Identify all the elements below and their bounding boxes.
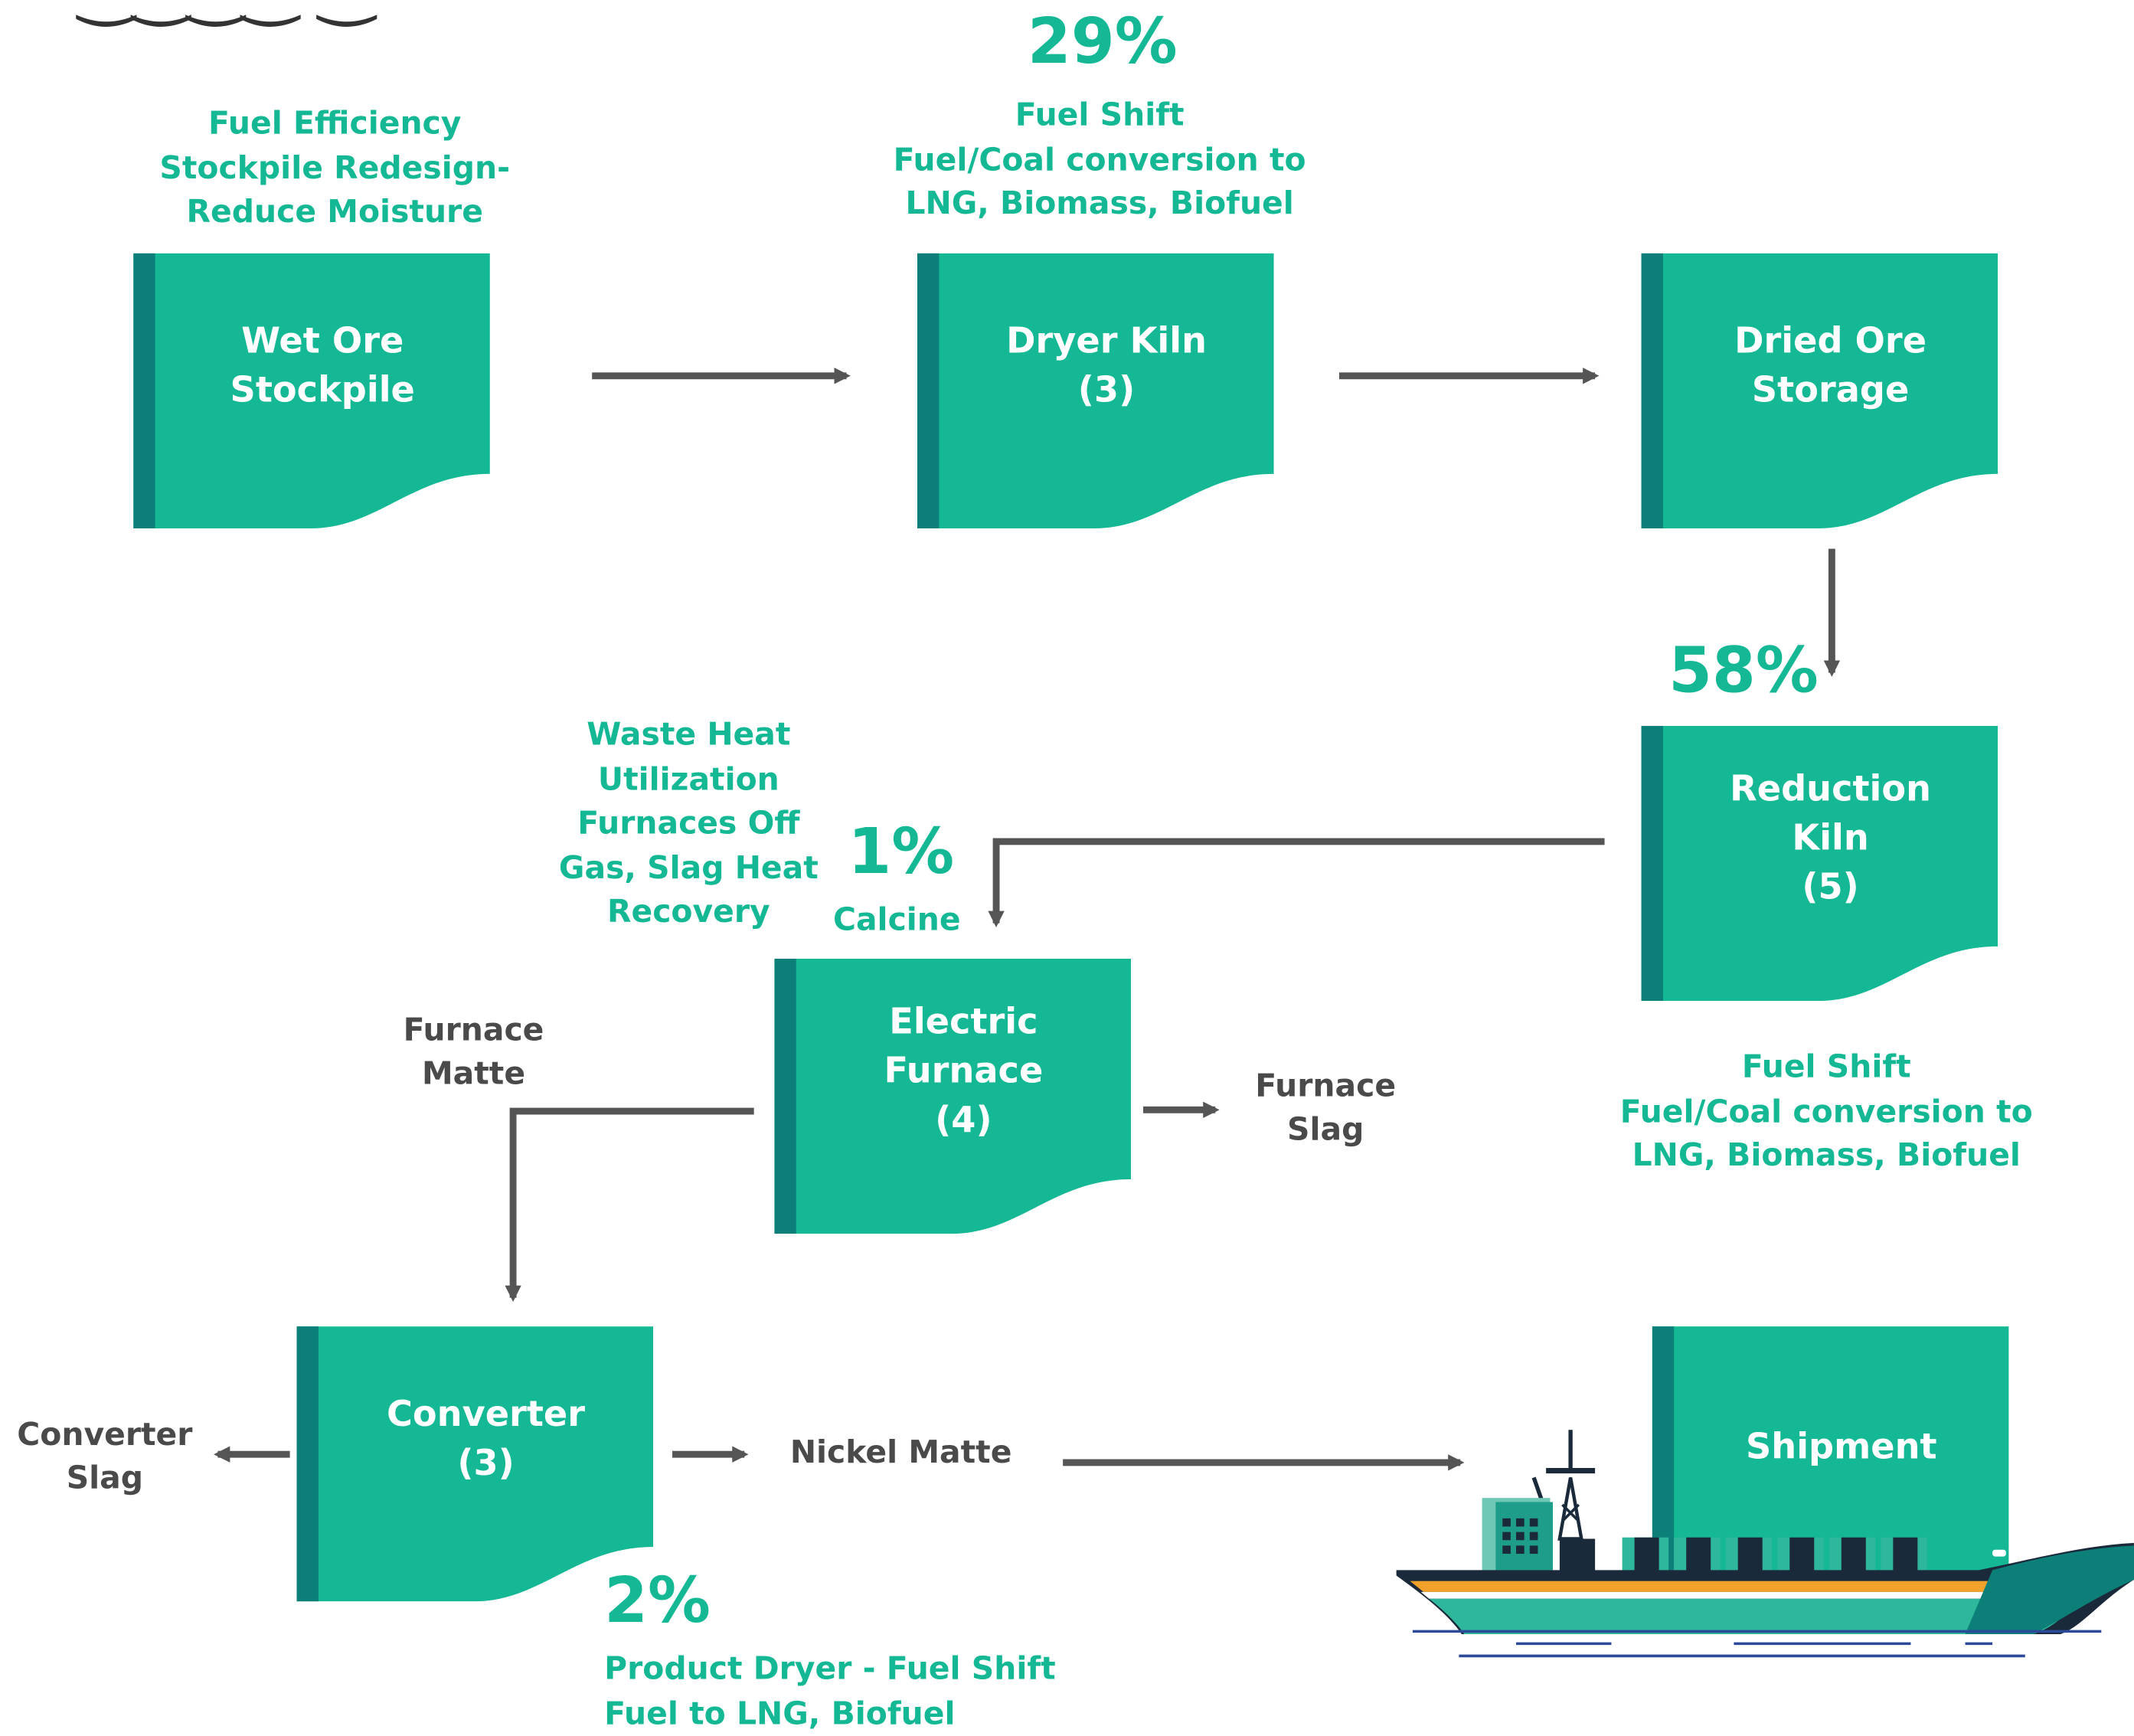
box-shipment: Shipment (1652, 1326, 2009, 1572)
reduction-kiln-percentage: 58% (1668, 633, 1819, 707)
electric-furnace-percentage: 1% (848, 814, 955, 888)
document-shape (1652, 1326, 2009, 1572)
box-label: Reduction Kiln (5) (1730, 768, 1932, 908)
document-shape (133, 253, 490, 528)
reduction-kiln-note: Fuel Shift Fuel/Coal conversion to LNG, … (1619, 1050, 2033, 1174)
box-reduction-kiln: Reduction Kiln (5) (1641, 725, 1998, 1002)
box-electric-furnace: Electric Furnace (4) (774, 958, 1132, 1234)
calcine-label: Calcine (832, 903, 961, 939)
cargo-ship-icon (1396, 1430, 2134, 1658)
box-label: Dried Ore Storage (1734, 320, 1927, 411)
box-label: Converter (3) (387, 1394, 586, 1484)
box-label: Electric Furnace (4) (884, 1001, 1044, 1141)
box-dryer-kiln: Dryer Kiln (3) (917, 253, 1274, 528)
box-label: Wet Ore Stockpile (230, 320, 415, 411)
furnace-matte-label: Furnace Matte (403, 1013, 544, 1093)
document-shape (917, 253, 1274, 528)
box-wet-ore-stockpile: Wet Ore Stockpile (133, 253, 490, 528)
arrow-furnace-to-converter (505, 1107, 754, 1303)
box-label: Shipment (1746, 1427, 1937, 1469)
box-converter: Converter (3) (296, 1326, 654, 1602)
arrow-reduction-to-furnace (988, 838, 1605, 928)
cropped-title-fragment: ‿‿‿‿ ‿ (79, 0, 374, 28)
converter-note: Product Dryer - Fuel Shift Fuel to LNG, … (604, 1652, 1056, 1732)
nickel-matte-label: Nickel Matte (789, 1435, 1012, 1471)
document-shape (1641, 725, 1998, 1002)
document-shape (1641, 253, 1998, 528)
dryer-kiln-note: Fuel Shift Fuel/Coal conversion to LNG, … (893, 98, 1306, 222)
document-shape (296, 1326, 654, 1602)
dryer-kiln-percentage: 29% (1027, 4, 1178, 78)
furnace-slag-label: Furnace Slag (1255, 1068, 1397, 1149)
document-shape (774, 958, 1132, 1234)
electric-furnace-note: Waste Heat Utilization Furnaces Off Gas,… (558, 718, 819, 930)
converter-percentage: 2% (604, 1563, 711, 1637)
converter-slag-label: Converter Slag (17, 1417, 193, 1497)
wet-ore-note: Fuel Efficiency Stockpile Redesign- Redu… (159, 106, 511, 230)
box-label: Dryer Kiln (3) (1006, 320, 1207, 411)
box-dried-ore-storage: Dried Ore Storage (1641, 253, 1998, 528)
